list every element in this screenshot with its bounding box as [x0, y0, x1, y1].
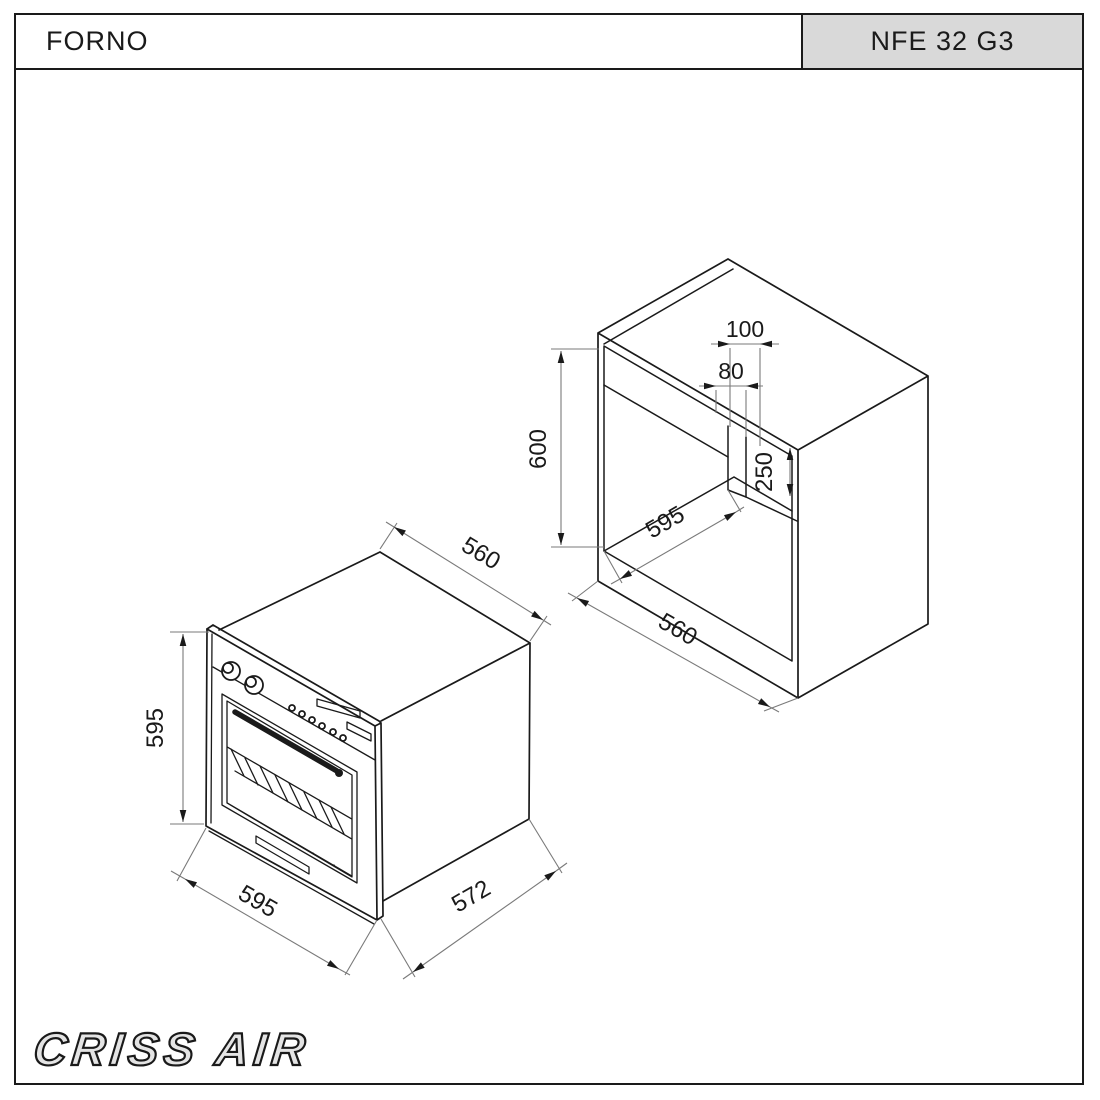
dim-niche-width: 560 — [654, 608, 702, 651]
oven-buttons — [288, 704, 347, 742]
dim-oven-top-depth: 560 — [457, 532, 505, 576]
oven-isometric-view — [205, 551, 531, 925]
dim-oven-front-width: 595 — [234, 880, 282, 923]
oven-rack — [227, 709, 352, 877]
dim-oven-height: 595 — [142, 708, 169, 748]
dim-cutout-height: 250 — [751, 452, 778, 492]
model-badge: NFE 32 G3 — [801, 15, 1082, 68]
oven-dimensions — [170, 521, 568, 980]
dim-oven-side-depth: 572 — [447, 875, 495, 918]
dim-cutout-offset: 80 — [718, 358, 744, 384]
brand-logo: CRISS AIR — [30, 1022, 314, 1076]
niche-isometric-view — [597, 258, 929, 699]
oven-knobs — [221, 661, 264, 695]
niche-dimensions — [551, 340, 799, 713]
dim-cutout-width: 100 — [726, 316, 764, 342]
page-title: FORNO — [46, 26, 149, 56]
dim-niche-height: 600 — [525, 429, 552, 469]
